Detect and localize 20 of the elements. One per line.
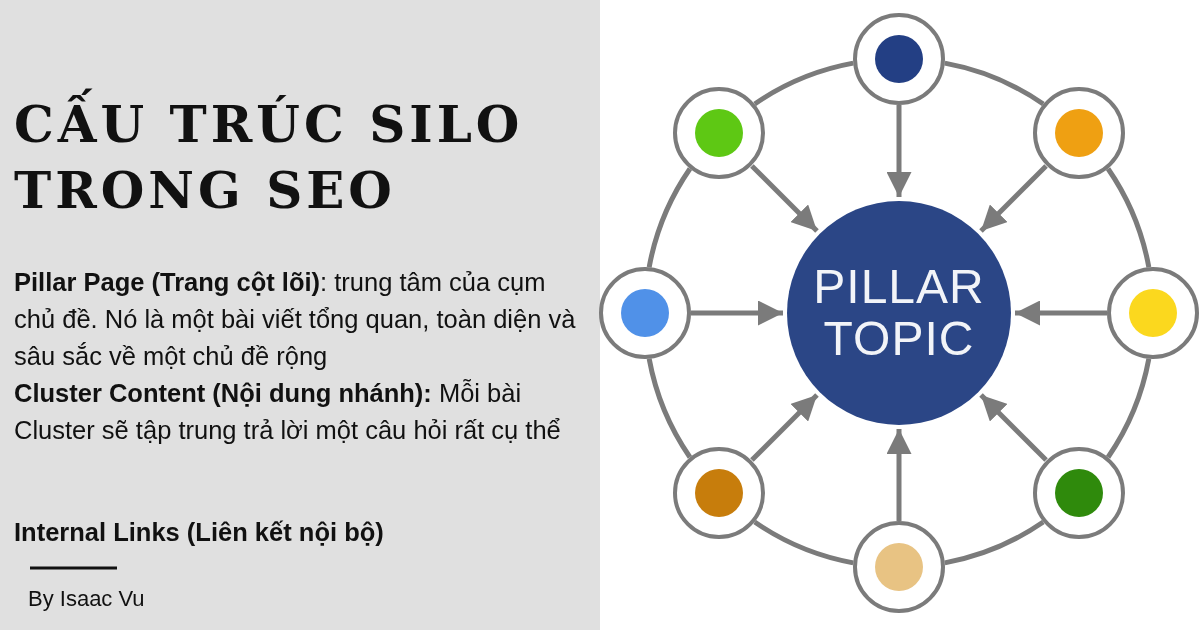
arrow: [1015, 300, 1107, 326]
ring-connector: [753, 60, 854, 107]
ring-connector: [1105, 358, 1152, 459]
arrow: [979, 393, 1048, 462]
description-text: Cluster Content (Nội dung nhánh): Mỗi bài Cluster sẽ tập trung trả lời một câu hỏi rất cụ thể: [14, 378, 562, 446]
arrow: [886, 429, 912, 521]
arrow: [886, 105, 912, 197]
topic-label: PILLAR TOPIC: [812, 261, 986, 365]
heading-text: Internal Links (Liên kết nội bộ): [14, 517, 385, 548]
arrow: [979, 164, 1048, 233]
ring-connector: [646, 167, 693, 268]
description-text: Pillar Page (Trang cột lõi): trung tâm của cụm chủ đề. Nó là một bài viết tổng quan, toàn diện và sâu sắc về một chủ đề rộng: [14, 267, 577, 372]
ring-connector: [646, 358, 693, 459]
author-byline: By Isaac Vu: [28, 585, 145, 613]
arrow: [750, 393, 819, 462]
arrow: [691, 300, 783, 326]
ring-connector: [1105, 167, 1152, 268]
arrow: [750, 164, 819, 233]
ring-connector: [944, 60, 1045, 107]
ring-connector: [944, 519, 1045, 566]
